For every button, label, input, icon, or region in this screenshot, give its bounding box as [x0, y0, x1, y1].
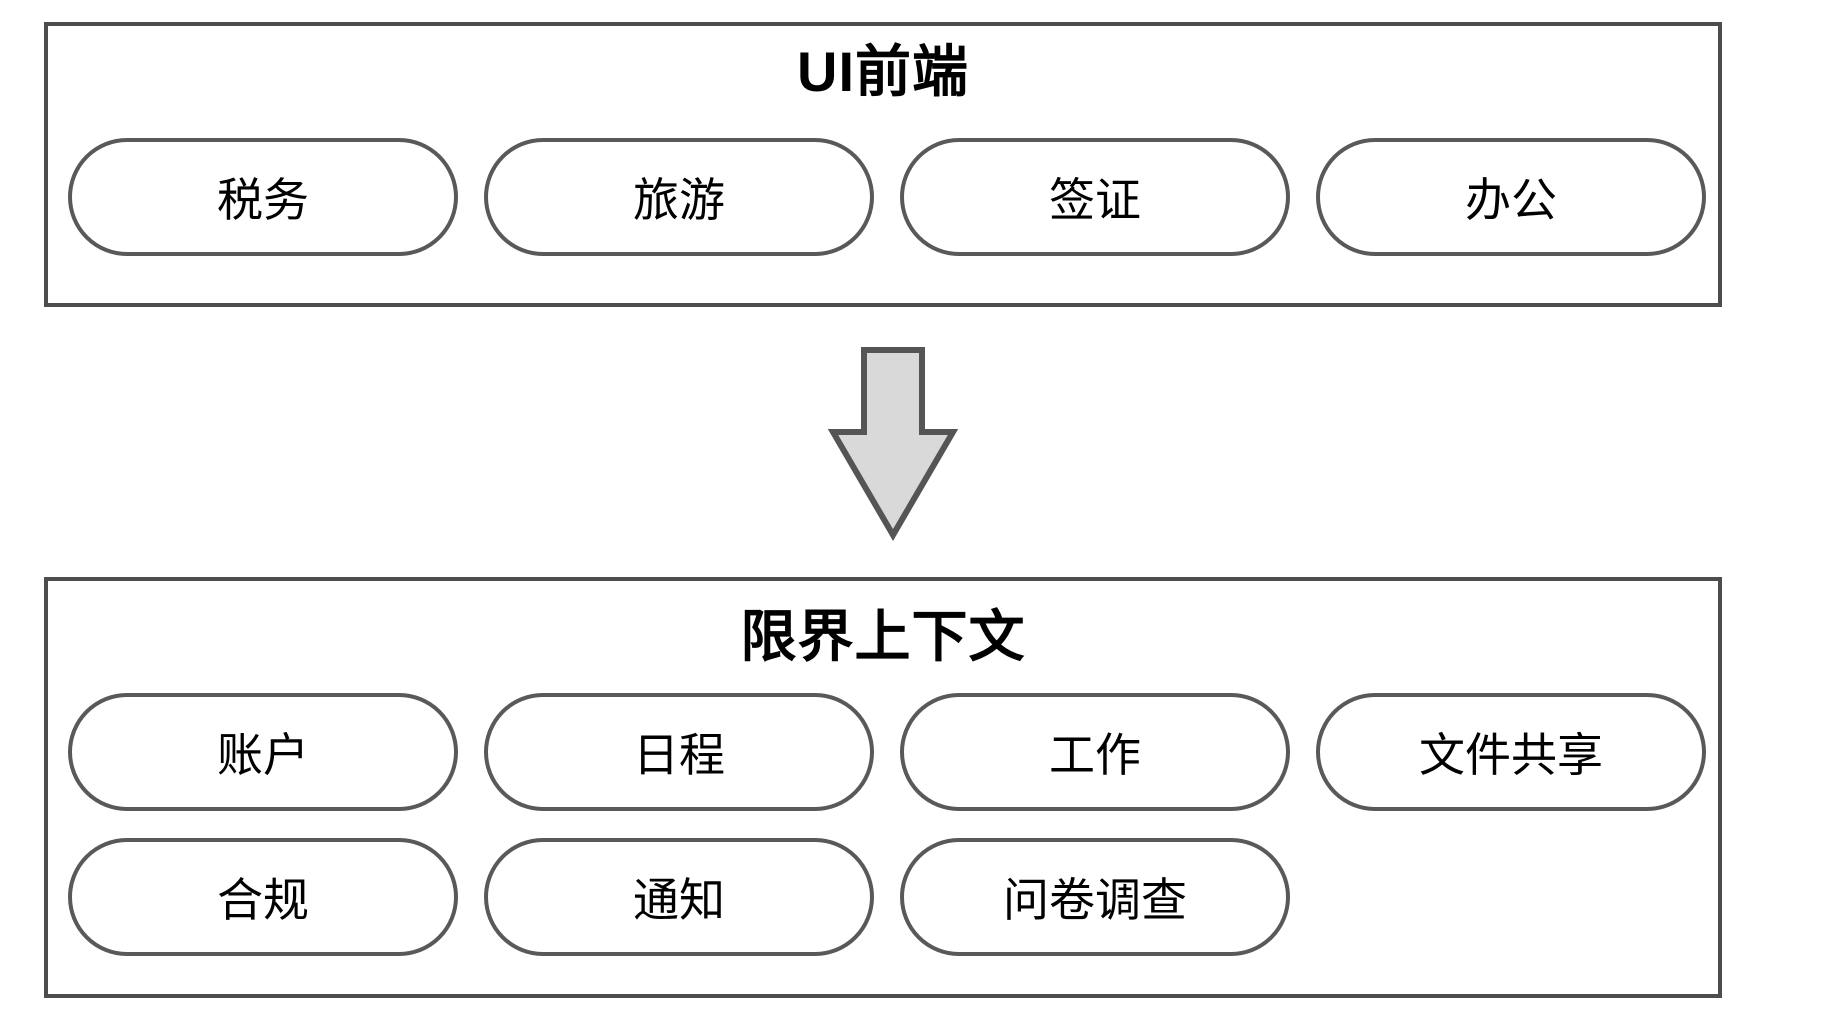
pill-tax: 税务: [68, 138, 458, 256]
pill-work: 工作: [900, 693, 1290, 811]
pill-account: 账户: [68, 693, 458, 811]
pill-schedule: 日程: [484, 693, 874, 811]
frontend-box-title: UI前端: [797, 40, 969, 103]
frontend-pill-row: 税务 旅游 签证 办公: [68, 138, 1706, 256]
pill-compliance: 合规: [68, 838, 458, 956]
pill-office: 办公: [1316, 138, 1706, 256]
bounded-context-box-title: 限界上下文: [740, 605, 1026, 668]
frontend-box: UI前端 税务 旅游 签证 办公: [44, 22, 1722, 307]
bounded-context-pill-row-2: 合规 通知 问卷调查: [68, 838, 1290, 956]
pill-file-sharing: 文件共享: [1316, 693, 1706, 811]
down-arrow-icon: [820, 344, 966, 544]
pill-travel: 旅游: [484, 138, 874, 256]
pill-visa: 签证: [900, 138, 1290, 256]
pill-notification: 通知: [484, 838, 874, 956]
bounded-context-box: 限界上下文 账户 日程 工作 文件共享 合规 通知 问卷调查: [44, 577, 1722, 998]
bounded-context-pill-row-1: 账户 日程 工作 文件共享: [68, 693, 1706, 811]
pill-survey: 问卷调查: [900, 838, 1290, 956]
